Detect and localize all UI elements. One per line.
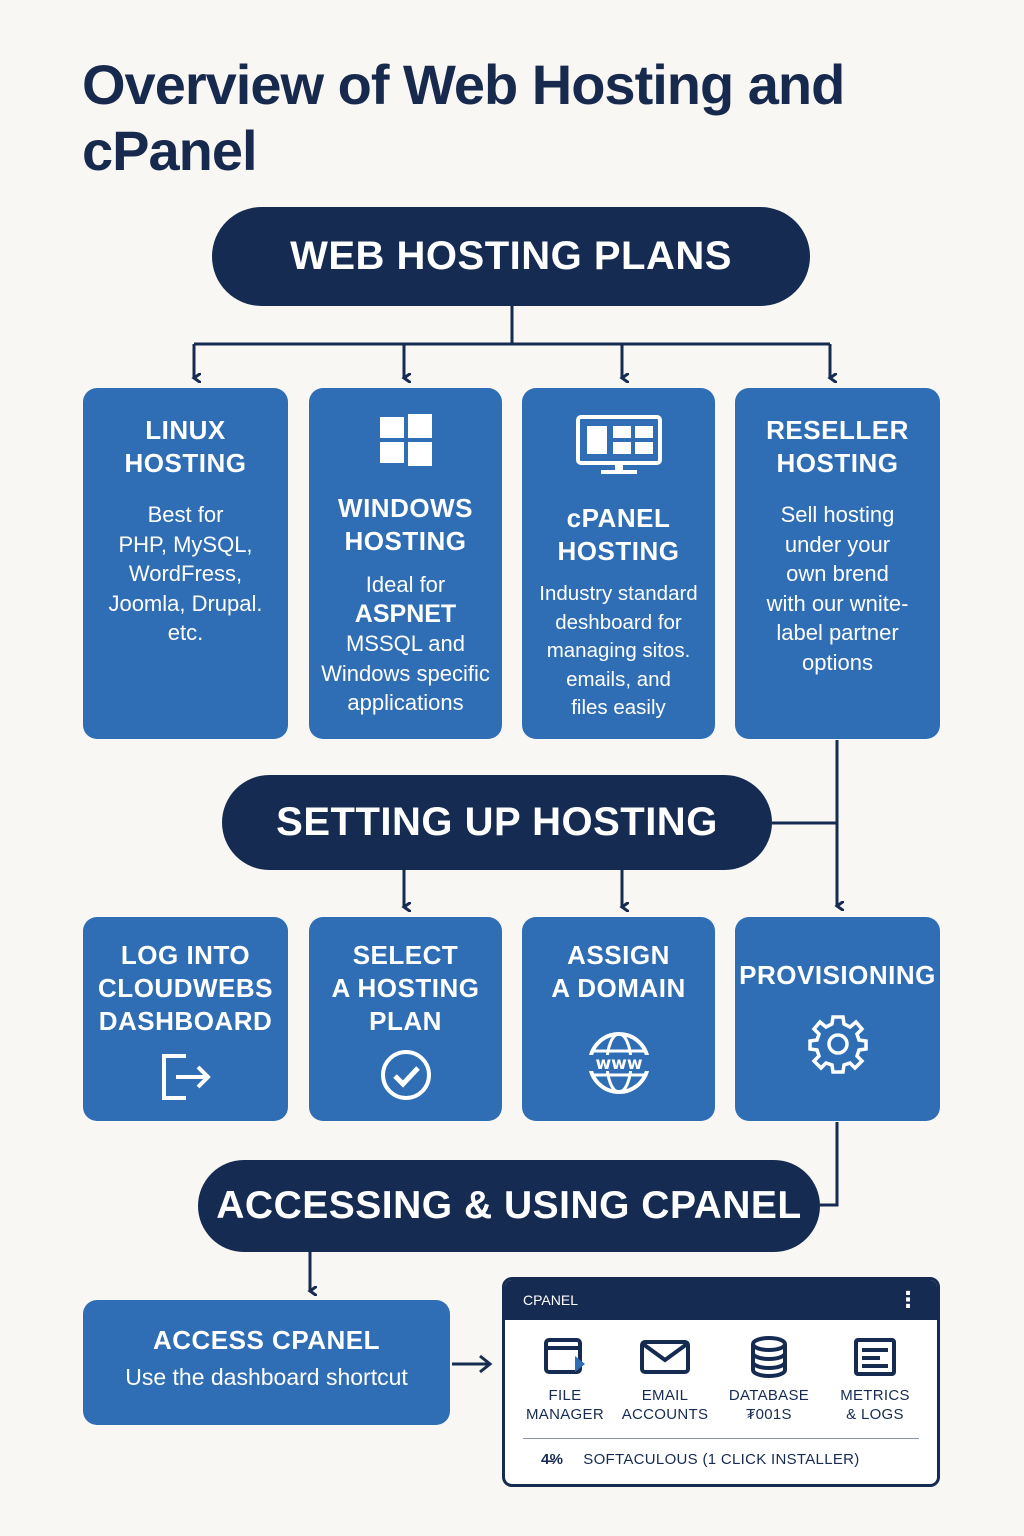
- tool-file-manager[interactable]: FILE MANAGER: [515, 1336, 615, 1424]
- mail-icon: [640, 1340, 690, 1374]
- access-cpanel-card[interactable]: ACCESS CPANEL Use the dashboard shortcut: [83, 1300, 450, 1425]
- plan-desc-line: Best for: [147, 502, 224, 527]
- plan-title-line1: cPANEL: [566, 503, 671, 533]
- login-icon: [161, 1054, 211, 1100]
- windows-icon: [379, 414, 432, 466]
- tool-label-line: & LOGS: [846, 1406, 904, 1423]
- access-title: ACCESS CPANEL: [152, 1325, 381, 1355]
- database-icon: [751, 1336, 787, 1378]
- logs-icon: [854, 1338, 896, 1376]
- section-label: ACCESSING & USING CPANEL: [216, 1184, 802, 1227]
- plan-card-windows[interactable]: WINDOWS HOSTING Ideal for ASPNET MSSQL a…: [309, 388, 502, 739]
- plan-card-linux[interactable]: LINUX HOSTING Best for PHP, MySQL, WordF…: [83, 388, 288, 739]
- step-title-line: A DOMAIN: [551, 973, 686, 1003]
- tool-label-line: FILE: [548, 1387, 582, 1404]
- step-log-into-dashboard[interactable]: LOG INTO CLOUDWEBS DASHBOARD: [83, 917, 288, 1121]
- step-title-line: LOG INTO: [120, 940, 251, 970]
- section-accessing-cpanel: ACCESSING & USING CPANEL: [198, 1160, 820, 1252]
- plan-desc-line: etc.: [167, 620, 204, 645]
- plan-desc-line: managing sitos.: [546, 639, 691, 662]
- step-assign-domain[interactable]: ASSIGN A DOMAIN www: [522, 917, 715, 1121]
- plan-title-line2: HOSTING: [776, 448, 899, 478]
- tool-label-line: DATABASE: [728, 1387, 810, 1404]
- step-title-line: CLOUDWEBS: [98, 973, 273, 1003]
- plan-desc-line: PHP, MySQL,: [118, 531, 253, 557]
- tool-metrics-logs[interactable]: METRICS & LOGS: [825, 1336, 925, 1424]
- plan-desc-line: Industry standard: [539, 582, 698, 605]
- plan-desc-line: own brend: [786, 561, 889, 586]
- step-title-line: ASSIGN: [567, 940, 670, 970]
- plan-desc-line: label partner: [776, 620, 899, 645]
- page-title: Overview of Web Hosting and cPanel: [82, 53, 845, 182]
- tool-email-accounts[interactable]: EMAIL ACCOUNTS: [615, 1336, 715, 1424]
- plan-title-line1: WINDOWS: [338, 493, 473, 523]
- more-menu-icon[interactable]: ⋮: [897, 1287, 919, 1312]
- dashboard-monitor-icon: [575, 415, 662, 474]
- plan-desc-line: Joomla, Drupal.: [108, 590, 263, 616]
- step-title-line: PROVISIONING: [739, 960, 936, 990]
- tool-label-line: MANAGER: [526, 1406, 604, 1423]
- gear-icon: [807, 1015, 868, 1074]
- plan-desc-line: Sell hosting: [780, 502, 895, 527]
- plan-desc-line: options: [802, 649, 873, 675]
- plan-desc-line: files easily: [571, 696, 666, 719]
- file-manager-icon: [544, 1338, 585, 1374]
- step-provisioning[interactable]: PROVISIONING: [735, 917, 940, 1121]
- plan-card-reseller[interactable]: RESELLER HOSTING Sell hosting under your…: [735, 388, 940, 739]
- step-title-line: DASHBOARD: [98, 1006, 273, 1036]
- softaculous-icon: 4̶%: [541, 1450, 564, 1468]
- section-setting-up-hosting: SETTING UP HOSTING: [222, 775, 772, 870]
- section-label: SETTING UP HOSTING: [276, 800, 718, 844]
- step-title-line: PLAN: [369, 1006, 442, 1036]
- plan-title-line2: HOSTING: [557, 536, 680, 566]
- step-select-plan[interactable]: SELECT A HOSTING PLAN: [309, 917, 502, 1121]
- tool-label-line: ACCOUNTS: [621, 1406, 709, 1423]
- plan-title-line2: HOSTING: [344, 526, 467, 556]
- plan-desc-line: under your: [784, 531, 891, 557]
- www-globe-icon: www: [586, 1032, 651, 1094]
- step-title-line: A HOSTING: [331, 973, 480, 1003]
- plan-desc-line: with our wnite-: [766, 590, 909, 616]
- section-web-hosting-plans: WEB HOSTING PLANS: [212, 207, 810, 306]
- plan-desc-line: deshboard for: [555, 610, 682, 634]
- plan-desc-line: WordFress,: [128, 561, 243, 586]
- plan-desc-line: Windows specific: [321, 660, 490, 686]
- check-circle-icon: [380, 1050, 431, 1100]
- softaculous-row[interactable]: 4̶% SOFTACULOUS (1 CLICK INSTALLER): [523, 1438, 919, 1479]
- step-title-line: SELECT: [352, 940, 459, 970]
- cpanel-panel: CPANEL ⋮ FILE MANAGER EMAIL ACCOUNTS: [502, 1277, 940, 1487]
- plan-desc-strong: ASPNET: [354, 599, 457, 628]
- access-desc: Use the dashboard shortcut: [125, 1364, 408, 1390]
- plan-desc-line: MSSQL and: [345, 631, 466, 656]
- plan-title-line2: HOSTING: [124, 448, 247, 478]
- tool-label-line: METRICS: [840, 1387, 910, 1404]
- plan-desc-line: Ideal for: [365, 572, 446, 597]
- tool-label-line: EMAIL: [641, 1387, 689, 1404]
- section-label: WEB HOSTING PLANS: [290, 234, 732, 278]
- tool-database-tools[interactable]: DATABASE ₮001S: [719, 1336, 819, 1424]
- plan-title-line1: RESELLER: [766, 415, 909, 445]
- plan-title-line1: LINUX: [145, 415, 226, 445]
- plan-card-cpanel[interactable]: cPANEL HOSTING Industry standard deshboa…: [522, 388, 715, 739]
- softaculous-label: SOFTACULOUS (1 CLICK INSTALLER): [583, 1450, 860, 1468]
- plan-desc-line: applications: [347, 690, 464, 715]
- plan-desc-line: emails, and: [566, 667, 671, 691]
- panel-header-title: CPANEL: [523, 1292, 578, 1308]
- svg-text:www: www: [595, 1054, 642, 1074]
- tool-label-line: ₮001S: [746, 1406, 792, 1423]
